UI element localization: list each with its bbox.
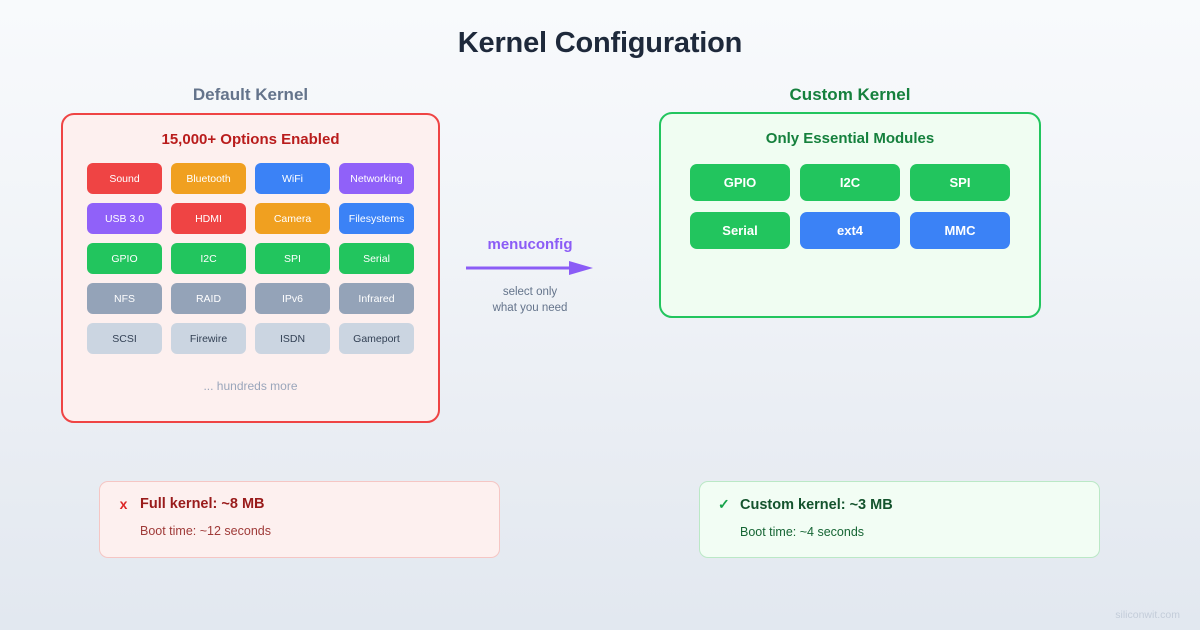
option-chip-raid[interactable]: RAID — [171, 283, 246, 314]
option-chip-filesystems[interactable]: Filesystems — [339, 203, 414, 234]
menuconfig-sublabel-line1: select only — [502, 286, 558, 298]
menuconfig-transition: menuconfig select only what you need — [455, 236, 605, 316]
custom-kernel-summary-card: ✓ Custom kernel: ~3 MB Boot time: ~4 sec… — [699, 481, 1100, 558]
full-kernel-summary-head: x Full kernel: ~8 MB — [118, 496, 481, 512]
option-chip-nfs[interactable]: NFS — [87, 283, 162, 314]
custom-kernel-summary-head: ✓ Custom kernel: ~3 MB — [718, 496, 1081, 513]
option-chip-spi[interactable]: SPI — [255, 243, 330, 274]
default-kernel-panel: 15,000+ Options Enabled Sound Bluetooth Wi… — [61, 113, 440, 423]
custom-kernel-boot-time: Boot time: ~4 seconds — [740, 525, 865, 539]
custom-kernel-size: Custom kernel: ~3 MB — [740, 496, 893, 513]
option-chip-i2c[interactable]: I2C — [171, 243, 246, 274]
check-icon: ✓ — [718, 496, 730, 512]
custom-kernel-heading: Custom Kernel — [789, 85, 911, 104]
default-kernel-heading: Default Kernel — [192, 85, 309, 104]
menuconfig-label: menuconfig — [487, 236, 573, 253]
option-chip-scsi[interactable]: SCSI — [87, 323, 162, 354]
default-panel-title: 15,000+ Options Enabled — [161, 131, 340, 148]
menuconfig-sublabel-line2: what you need — [492, 301, 568, 314]
module-chip-ext4[interactable]: ext4 — [800, 212, 900, 249]
custom-panel-title: Only Essential Modules — [765, 130, 935, 147]
option-chip-networking[interactable]: Networking — [339, 163, 414, 194]
cross-icon: x — [119, 496, 128, 512]
option-chip-wifi[interactable]: WiFi — [255, 163, 330, 194]
option-chip-isdn[interactable]: ISDN — [255, 323, 330, 354]
option-chip-bluetooth[interactable]: Bluetooth — [171, 163, 246, 194]
menuconfig-sublabel: select only what you need — [455, 285, 605, 316]
right-arrow-icon — [466, 261, 593, 275]
watermark: siliconwit.com — [1115, 609, 1180, 621]
option-chip-hdmi[interactable]: HDMI — [171, 203, 246, 234]
module-chip-gpio[interactable]: GPIO — [690, 164, 790, 201]
option-chip-camera[interactable]: Camera — [255, 203, 330, 234]
option-chip-ipv6[interactable]: IPv6 — [255, 283, 330, 314]
custom-kernel-module-grid: GPIO I2C SPI Serial ext4 MMC — [661, 164, 1039, 249]
hundreds-more-label: ... hundreds more — [203, 379, 298, 393]
module-chip-i2c[interactable]: I2C — [800, 164, 900, 201]
option-chip-gameport[interactable]: Gameport — [339, 323, 414, 354]
module-chip-serial[interactable]: Serial — [690, 212, 790, 249]
option-chip-usb-3-0[interactable]: USB 3.0 — [87, 203, 162, 234]
option-chip-serial[interactable]: Serial — [339, 243, 414, 274]
full-kernel-size: Full kernel: ~8 MB — [140, 496, 265, 512]
option-chip-gpio[interactable]: GPIO — [87, 243, 162, 274]
option-chip-infrared[interactable]: Infrared — [339, 283, 414, 314]
full-kernel-boot-time: Boot time: ~12 seconds — [140, 524, 271, 538]
page-title: Kernel Configuration — [457, 27, 743, 59]
option-chip-sound[interactable]: Sound — [87, 163, 162, 194]
module-chip-spi[interactable]: SPI — [910, 164, 1010, 201]
option-chip-firewire[interactable]: Firewire — [171, 323, 246, 354]
module-chip-mmc[interactable]: MMC — [910, 212, 1010, 249]
full-kernel-summary-card: x Full kernel: ~8 MB Boot time: ~12 seco… — [99, 481, 500, 558]
